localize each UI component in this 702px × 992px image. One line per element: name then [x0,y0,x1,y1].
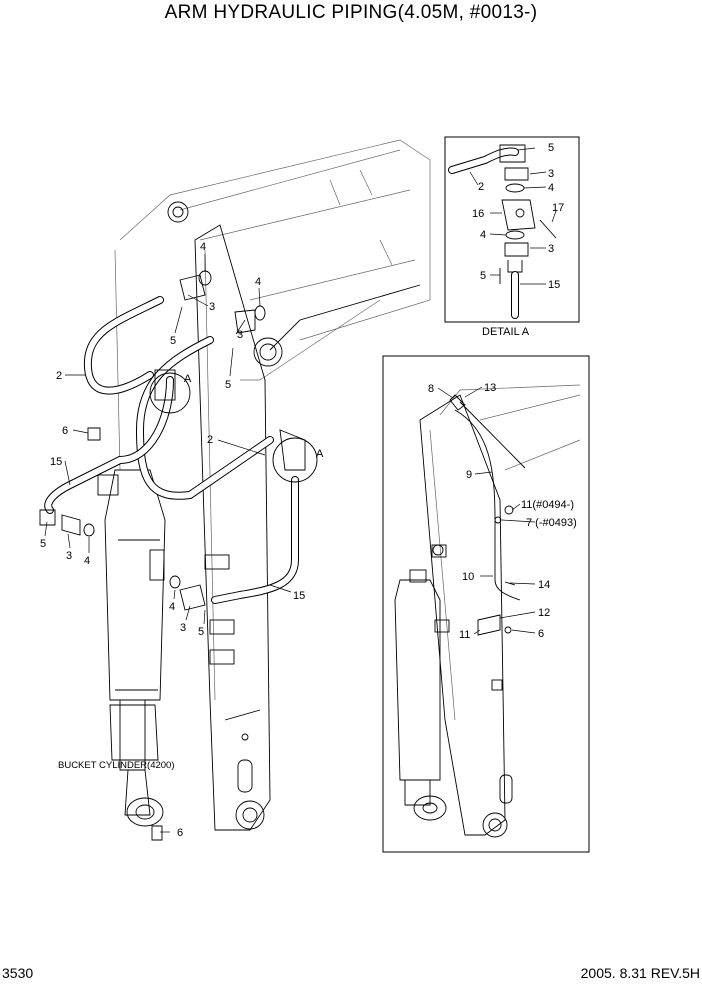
inset-callout-11-a: 11(#0494-) [521,499,574,511]
callout-5-left: 5 [40,538,46,550]
callout-4-low: 4 [169,601,175,613]
inset-frame [382,355,590,853]
callout-6-bottom: 6 [177,827,183,839]
page-number: 3530 [2,965,34,981]
detail-mark-a-2: A [316,448,324,460]
callout-4-left: 4 [84,555,90,567]
detail-mark-a-1: A [184,373,192,385]
callout-2-right: 2 [207,434,213,446]
page-title: ARM HYDRAULIC PIPING(4.05M, #0013-) [164,2,538,23]
callout-5-low: 5 [198,626,204,638]
callout-4-mid: 4 [255,276,261,288]
arm-body [194,224,271,831]
detail-callout-5-low: 5 [480,270,486,282]
detail-callouts: 5 3 2 4 16 17 4 3 5 15 DETAIL A [472,142,564,338]
inset-callout-9: 9 [466,469,472,481]
callout-5-mid: 5 [225,379,231,391]
detail-callout-15: 15 [548,279,560,291]
inset-leaders [437,386,536,635]
hose-2-left [83,296,164,395]
detail-callout-3-low: 3 [548,243,554,255]
detail-a-frame [444,136,580,323]
detail-callout-5-top: 5 [548,142,554,154]
callout-2-left: 2 [56,370,62,382]
detail-callout-17: 17 [552,202,564,214]
inset-callouts: 8 13 9 11(#0494-) 7 (-#0493) 10 14 12 11… [428,382,577,641]
inset-callout-11-b: 11 [459,629,470,641]
inset-callout-7: 7 (-#0493) [526,517,577,529]
detail-callout-4-low: 4 [480,229,486,241]
flange-fittings [39,270,318,841]
hose-2-right [135,336,274,500]
bucket-cylinder [97,469,166,827]
hose-15-left [44,376,174,514]
inset-callout-13: 13 [484,382,496,394]
main-leaders [44,254,292,833]
detail-callout-2: 2 [478,181,484,193]
callout-6-mid: 6 [62,425,68,437]
detail-caption: DETAIL A [482,326,530,338]
inset-callout-6: 6 [538,628,544,640]
callout-4-top: 4 [200,241,206,253]
inset-callout-14: 14 [538,579,550,591]
bucket-cylinder-label: BUCKET CYLINDER(4200) [58,760,175,771]
boom-outline [114,139,431,471]
main-callouts: 2 2 4 4 3 3 5 5 A A 6 15 5 3 4 15 4 3 5 … [40,241,324,839]
hose-15-right [211,476,299,604]
callout-5-top: 5 [170,335,176,347]
callout-3-left: 3 [66,550,72,562]
callout-3-low: 3 [180,622,186,634]
detail-a-parts [448,144,557,319]
callout-15-right: 15 [293,590,305,602]
inset-callout-8: 8 [428,383,434,395]
detail-callout-16: 16 [472,208,484,220]
inset-callout-10: 10 [462,571,474,583]
detail-callout-3-top: 3 [548,168,554,180]
callout-15-left: 15 [50,456,62,468]
detail-callout-4-top: 4 [548,182,554,194]
revision-stamp: 2005. 8.31 REV.5H [580,965,700,981]
callout-3-mid: 3 [237,329,243,341]
inset-arm [394,384,581,838]
inset-callout-12: 12 [538,607,550,619]
callout-3-top: 3 [209,301,215,313]
